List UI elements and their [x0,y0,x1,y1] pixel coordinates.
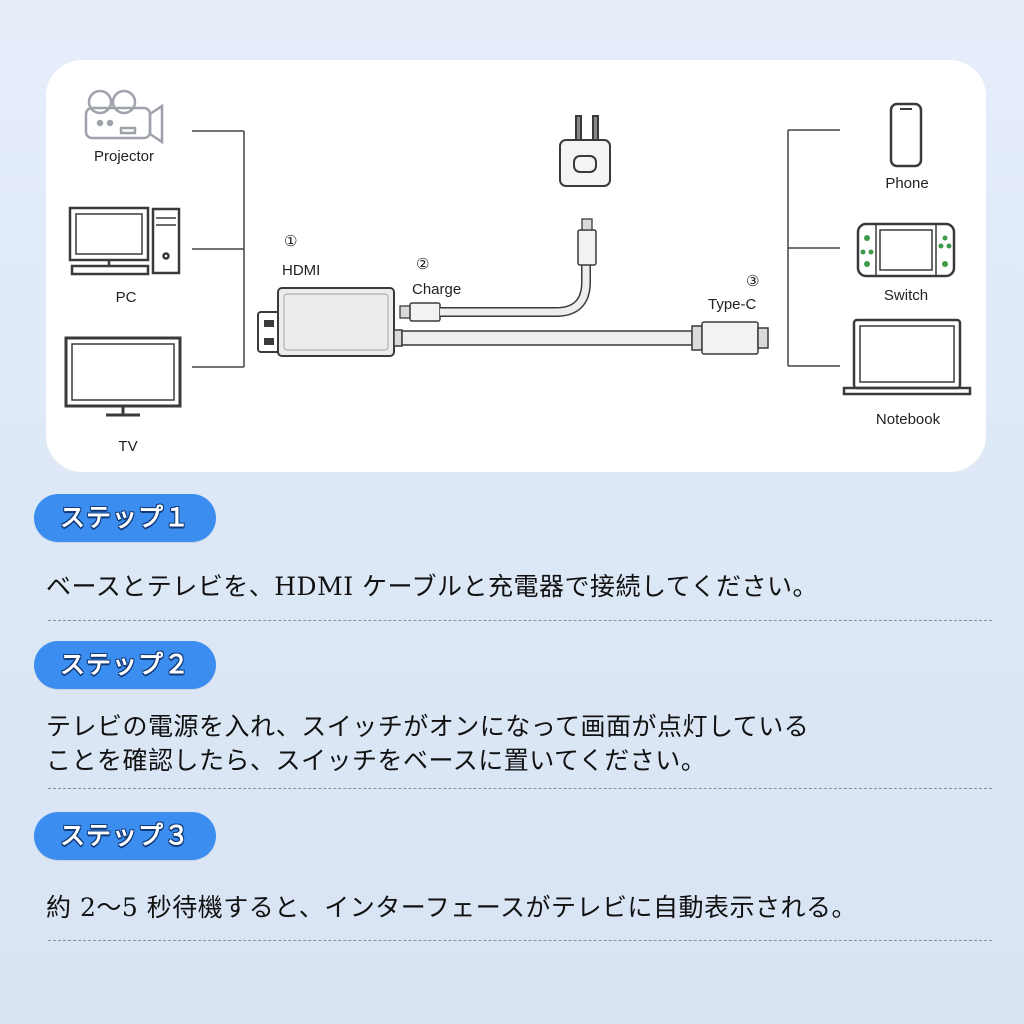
device-label-phone: Phone [885,175,928,192]
notebook-icon [842,318,972,396]
projector-icon [84,89,164,145]
right-bracket [787,129,840,367]
step-1-badge: ステップ１ [34,494,217,542]
pc-icon [68,206,181,276]
device-label-projector: Projector [94,148,154,165]
port-number-hdmi: ① [284,233,297,250]
step-1-divider [48,620,992,621]
port-number-charge: ② [416,256,429,273]
device-label-switch: Switch [884,287,928,304]
main-cable [401,321,769,355]
switch-icon [856,222,956,278]
connection-diagram: Projector PC TV [46,60,986,472]
step-3-text: 約 2〜5 秒待機すると、インターフェースがテレビに自動表示される。 [46,893,857,922]
device-label-tv: TV [118,438,137,455]
step-2-text: テレビの電源を入れ、スイッチがオンになって画面が点灯している ことを確認したら、… [46,712,810,775]
charge-cable [399,218,597,322]
step-3-badge: ステップ３ [34,812,217,860]
port-label-typec: Type-C [708,296,757,313]
port-label-charge: Charge [412,281,461,298]
port-label-hdmi: HDMI [282,262,320,279]
step-1-text: ベースとテレビを、HDMI ケーブルと充電器で接続してください。 [46,572,819,601]
step-3-divider [48,940,992,941]
tv-icon [64,336,182,417]
left-bracket [192,130,245,368]
phone-icon [889,102,923,168]
hdmi-connector [257,287,403,357]
step-2-badge: ステップ２ [34,641,217,689]
port-number-typec: ③ [746,273,759,290]
device-label-pc: PC [116,289,137,306]
charger-icon [559,115,611,187]
device-label-notebook: Notebook [876,411,941,428]
diagram-svg: Projector PC TV [64,89,972,455]
step-2-divider [48,788,992,789]
